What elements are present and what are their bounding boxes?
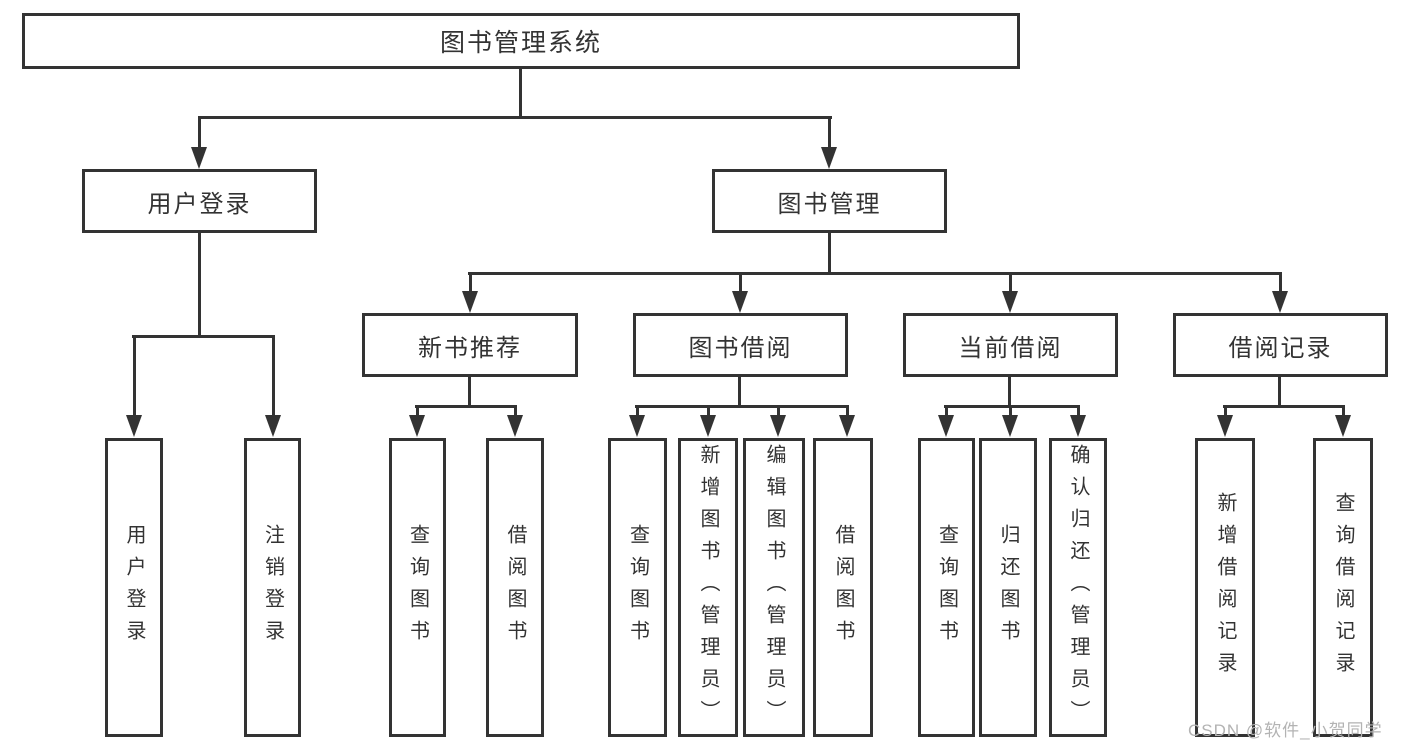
connector-line (944, 405, 1080, 408)
arrow-down-icon (1217, 407, 1234, 437)
arrow-down-icon (938, 407, 955, 437)
arrow-down-icon (191, 117, 208, 169)
arrow-down-icon (732, 273, 749, 313)
connector-line (468, 377, 471, 407)
arrow-down-icon (629, 407, 646, 437)
node-label: 查询图书 (626, 523, 649, 652)
arrow-down-icon (821, 117, 838, 169)
connector-line (828, 233, 831, 274)
arrow-down-icon (700, 407, 717, 437)
arrow-down-icon (1002, 273, 1019, 313)
node-book-management: 图书管理 (712, 169, 947, 233)
node-label: 确认归还（管理员） (1067, 443, 1089, 732)
connector-line (468, 272, 1282, 275)
node-new-book-recommend: 新书推荐 (362, 313, 578, 377)
connector-line (1278, 377, 1281, 407)
node-book-borrowing: 图书借阅 (633, 313, 848, 377)
arrow-down-icon (507, 407, 524, 437)
arrow-down-icon (839, 407, 856, 437)
node-label: 图书借阅 (688, 334, 793, 362)
node-borrowing-records: 借阅记录 (1173, 313, 1388, 377)
node-user-login: 用户登录 (82, 169, 317, 233)
node-label: 借阅图书 (832, 523, 854, 652)
arrow-down-icon (265, 337, 282, 437)
node-label: 查询借阅记录 (1332, 491, 1354, 684)
node-current-borrowing: 当前借阅 (903, 313, 1118, 377)
node-label: 图书管理 (777, 190, 882, 218)
node-label: 用户登录 (147, 190, 252, 218)
node-label: 借阅记录 (1228, 334, 1333, 362)
node-label: 用户登录 (123, 523, 145, 652)
node-leaf-query-books-recommend: 查询图书 (389, 438, 446, 737)
arrow-down-icon (1335, 407, 1352, 437)
node-label: 新增图书（管理员） (697, 443, 719, 732)
node-leaf-borrow-books: 借阅图书 (813, 438, 873, 737)
node-leaf-add-book-admin: 新增图书（管理员） (678, 438, 738, 737)
node-label: 归还图书 (997, 523, 1019, 652)
connector-line (738, 377, 741, 407)
node-root: 图书管理系统 (22, 13, 1020, 69)
arrow-down-icon (1070, 407, 1087, 437)
node-leaf-edit-book-admin: 编辑图书（管理员） (743, 438, 805, 737)
arrow-down-icon (462, 273, 479, 313)
arrow-down-icon (126, 337, 143, 437)
node-label: 查询图书 (406, 523, 429, 652)
arrow-down-icon (409, 407, 426, 437)
node-label: 新增借阅记录 (1214, 491, 1236, 684)
arrow-down-icon (1002, 407, 1019, 437)
node-label: 图书管理系统 (439, 29, 602, 57)
node-label: 注销登录 (261, 523, 284, 652)
node-label: 当前借阅 (958, 334, 1063, 362)
node-label: 编辑图书（管理员） (763, 443, 785, 732)
node-label: 借阅图书 (504, 523, 526, 652)
node-leaf-add-borrow-record: 新增借阅记录 (1195, 438, 1255, 737)
arrow-down-icon (1272, 273, 1289, 313)
connector-line (1223, 405, 1345, 408)
node-leaf-borrow-books-recommend: 借阅图书 (486, 438, 544, 737)
connector-line (519, 69, 522, 117)
node-leaf-query-borrow-record: 查询借阅记录 (1313, 438, 1373, 737)
node-leaf-confirm-return-admin: 确认归还（管理员） (1049, 438, 1107, 737)
connector-line (1008, 377, 1011, 407)
node-leaf-return-book: 归还图书 (979, 438, 1037, 737)
connector-line (198, 116, 832, 119)
connector-line (415, 405, 517, 408)
connector-line (635, 405, 849, 408)
arrow-down-icon (770, 407, 787, 437)
node-leaf-query-books-borrowing: 查询图书 (608, 438, 667, 737)
node-leaf-logout: 注销登录 (244, 438, 301, 737)
node-label: 查询图书 (935, 523, 958, 652)
connector-line (198, 233, 201, 337)
watermark-text: CSDN @软件_小贺同学 (1188, 721, 1383, 740)
node-label: 新书推荐 (418, 334, 522, 362)
node-leaf-user-login: 用户登录 (105, 438, 163, 737)
connector-line (132, 335, 275, 338)
node-leaf-query-books-current: 查询图书 (918, 438, 975, 737)
